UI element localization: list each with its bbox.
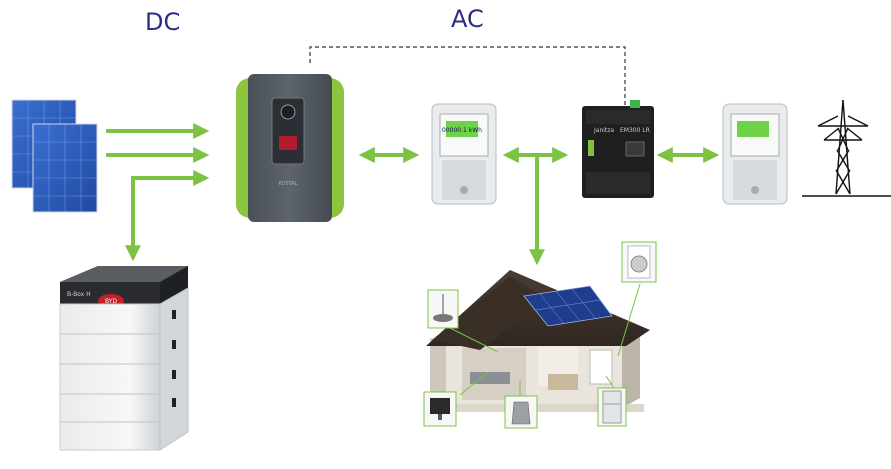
svg-text:BYD: BYD — [105, 298, 117, 305]
power-pylon-icon — [802, 99, 891, 197]
washing-machine-icon — [621, 241, 657, 283]
svg-text:Janitza: Janitza — [593, 127, 614, 134]
fridge-icon — [597, 387, 627, 427]
svg-text:00000.1 kWh: 00000.1 kWh — [442, 127, 482, 134]
solar-panel-icon — [11, 99, 98, 213]
dc-label: DC — [145, 8, 181, 36]
battery-icon: B-Box H BYD — [59, 266, 189, 451]
monitor-icon — [423, 391, 457, 427]
communication-line — [309, 46, 626, 106]
svg-text:B-Box H: B-Box H — [67, 291, 91, 298]
svg-text:KOSTAL: KOSTAL — [279, 181, 298, 187]
appliance-callouts — [449, 283, 641, 396]
ac-label: AC — [451, 5, 484, 33]
meter-icon: 00000.1 kWh — [431, 103, 497, 205]
inverter-icon: KOSTAL — [236, 74, 344, 222]
svg-text:EM300 LR: EM300 LR — [620, 127, 650, 134]
meter-icon — [722, 103, 788, 205]
kettle-icon — [504, 395, 538, 429]
ac-arrows-center — [502, 147, 569, 266]
dc-arrows — [106, 123, 210, 262]
ceiling-lamp-icon — [427, 289, 459, 329]
energy-manager-icon: Janitza EM300 LR — [582, 100, 654, 198]
